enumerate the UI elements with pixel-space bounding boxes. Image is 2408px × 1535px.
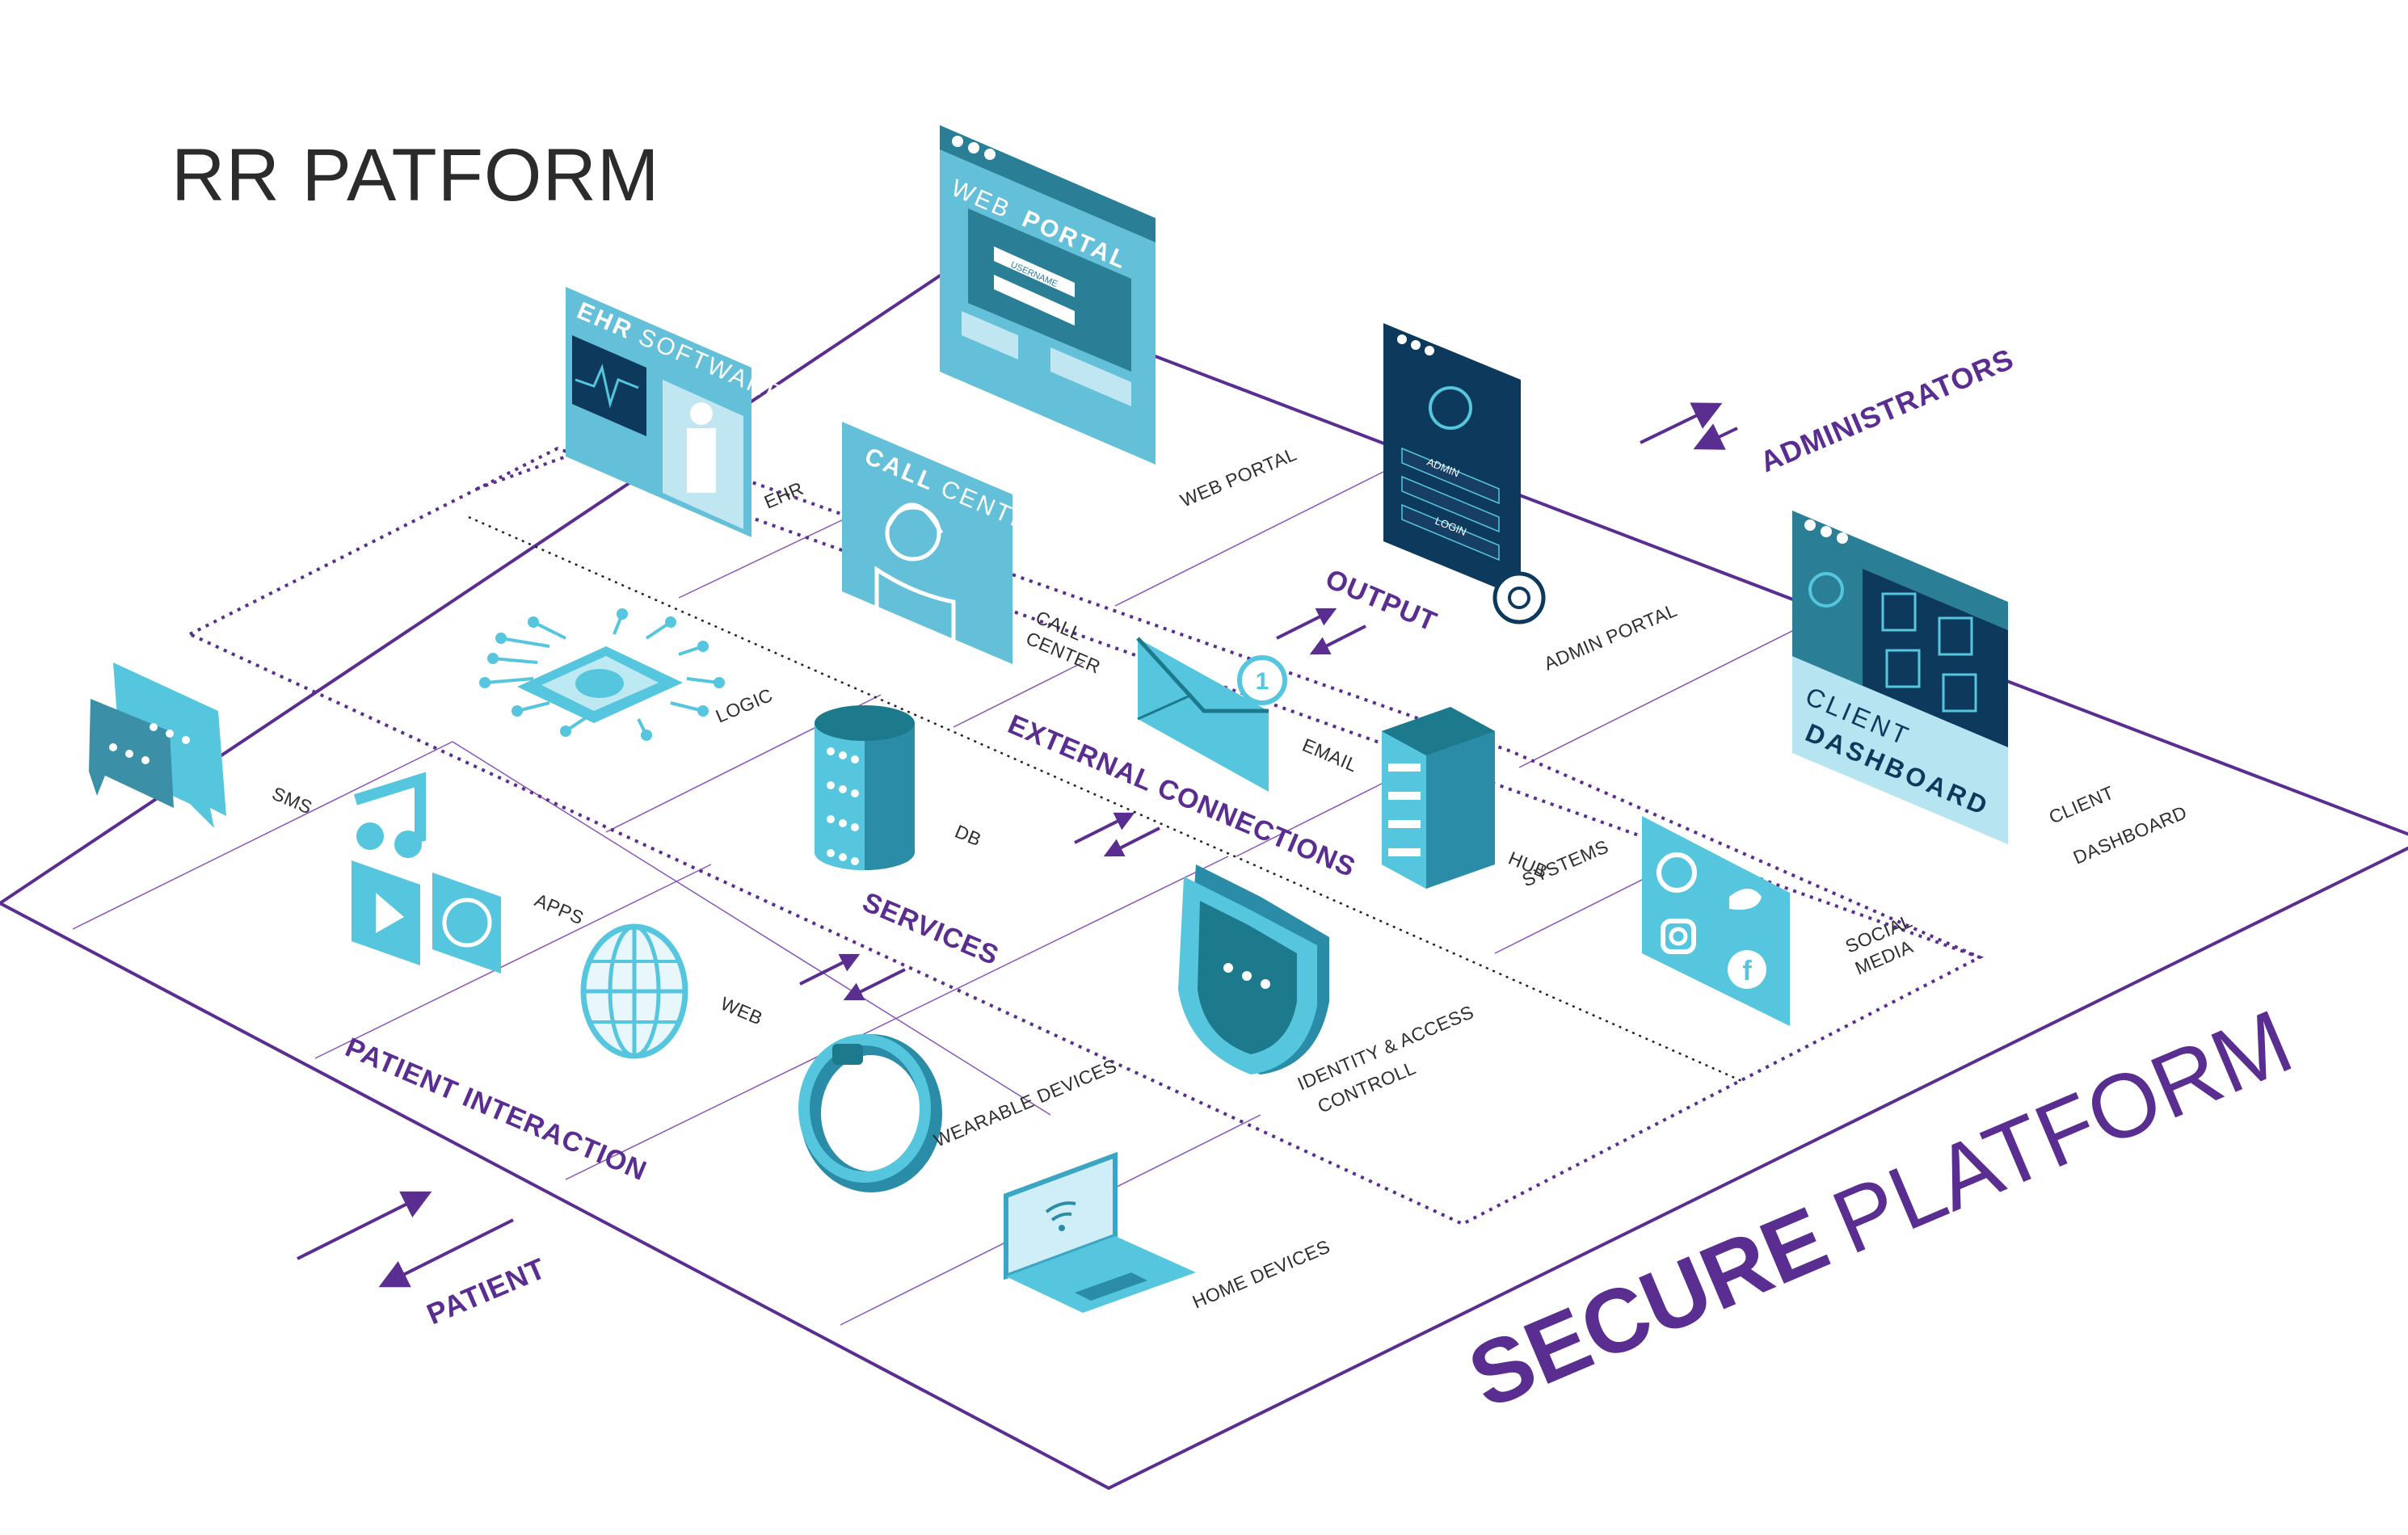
black-dotted-divider xyxy=(468,515,1746,1084)
social-media-icon: f xyxy=(1642,816,1790,1026)
ehr-software-screen: EHR SOFTWARE xyxy=(566,287,789,537)
label-web: WEB xyxy=(718,993,766,1029)
actor-administrators: ADMINISTRATORS xyxy=(1755,342,2019,478)
page-title: RR PATFORM xyxy=(171,134,660,217)
logic-chip-icon xyxy=(479,608,725,741)
label-sms: SMS xyxy=(269,783,315,818)
label-wearable-devices: WEARABLE DEVICES xyxy=(931,1055,1120,1151)
svg-text:f: f xyxy=(1742,956,1752,986)
grid-lines xyxy=(72,468,1827,1326)
call-center-screen: CALL CENTER xyxy=(842,422,1053,664)
email-icon: 1 xyxy=(1136,637,1287,792)
client-dashboard-screen: CLIENT DASHBOARD xyxy=(1792,511,2008,844)
zone-services: SERVICES xyxy=(858,886,1004,971)
label-email: EMAIL xyxy=(1299,734,1361,776)
server-icon xyxy=(1382,707,1495,889)
shield-icon xyxy=(1178,864,1329,1074)
laptop-icon xyxy=(1004,1151,1196,1313)
database-icon xyxy=(815,705,915,870)
label-admin-portal: ADMIN PORTAL xyxy=(1541,599,1681,675)
actor-patient: PATIENT xyxy=(422,1251,550,1331)
apps-icon xyxy=(352,772,501,974)
wearable-band-icon xyxy=(798,1034,942,1192)
label-web-portal: WEB PORTAL xyxy=(1177,444,1300,511)
label-home-devices: HOME DEVICES xyxy=(1189,1235,1333,1312)
email-badge-count: 1 xyxy=(1256,668,1269,695)
label-apps: APPS xyxy=(532,889,587,929)
zone-output: OUTPUT xyxy=(1321,563,1442,637)
label-client-dashboard-1: CLIENT xyxy=(2046,782,2117,828)
label-db: DB xyxy=(952,821,984,851)
secure-platform-label: SECURE PLATFORM xyxy=(1455,990,2306,1428)
external-zone-top xyxy=(476,434,1981,959)
web-portal-screen: USERNAME WEB PORTAL xyxy=(940,125,1156,465)
flow-arrows xyxy=(297,402,1738,1288)
admin-portal-screen: ADMIN LOGIN xyxy=(1383,323,1546,625)
label-ehr: EHR xyxy=(761,477,806,512)
globe-icon xyxy=(580,923,688,1059)
label-logic: LOGIC xyxy=(713,684,776,727)
sms-icon xyxy=(89,662,226,828)
